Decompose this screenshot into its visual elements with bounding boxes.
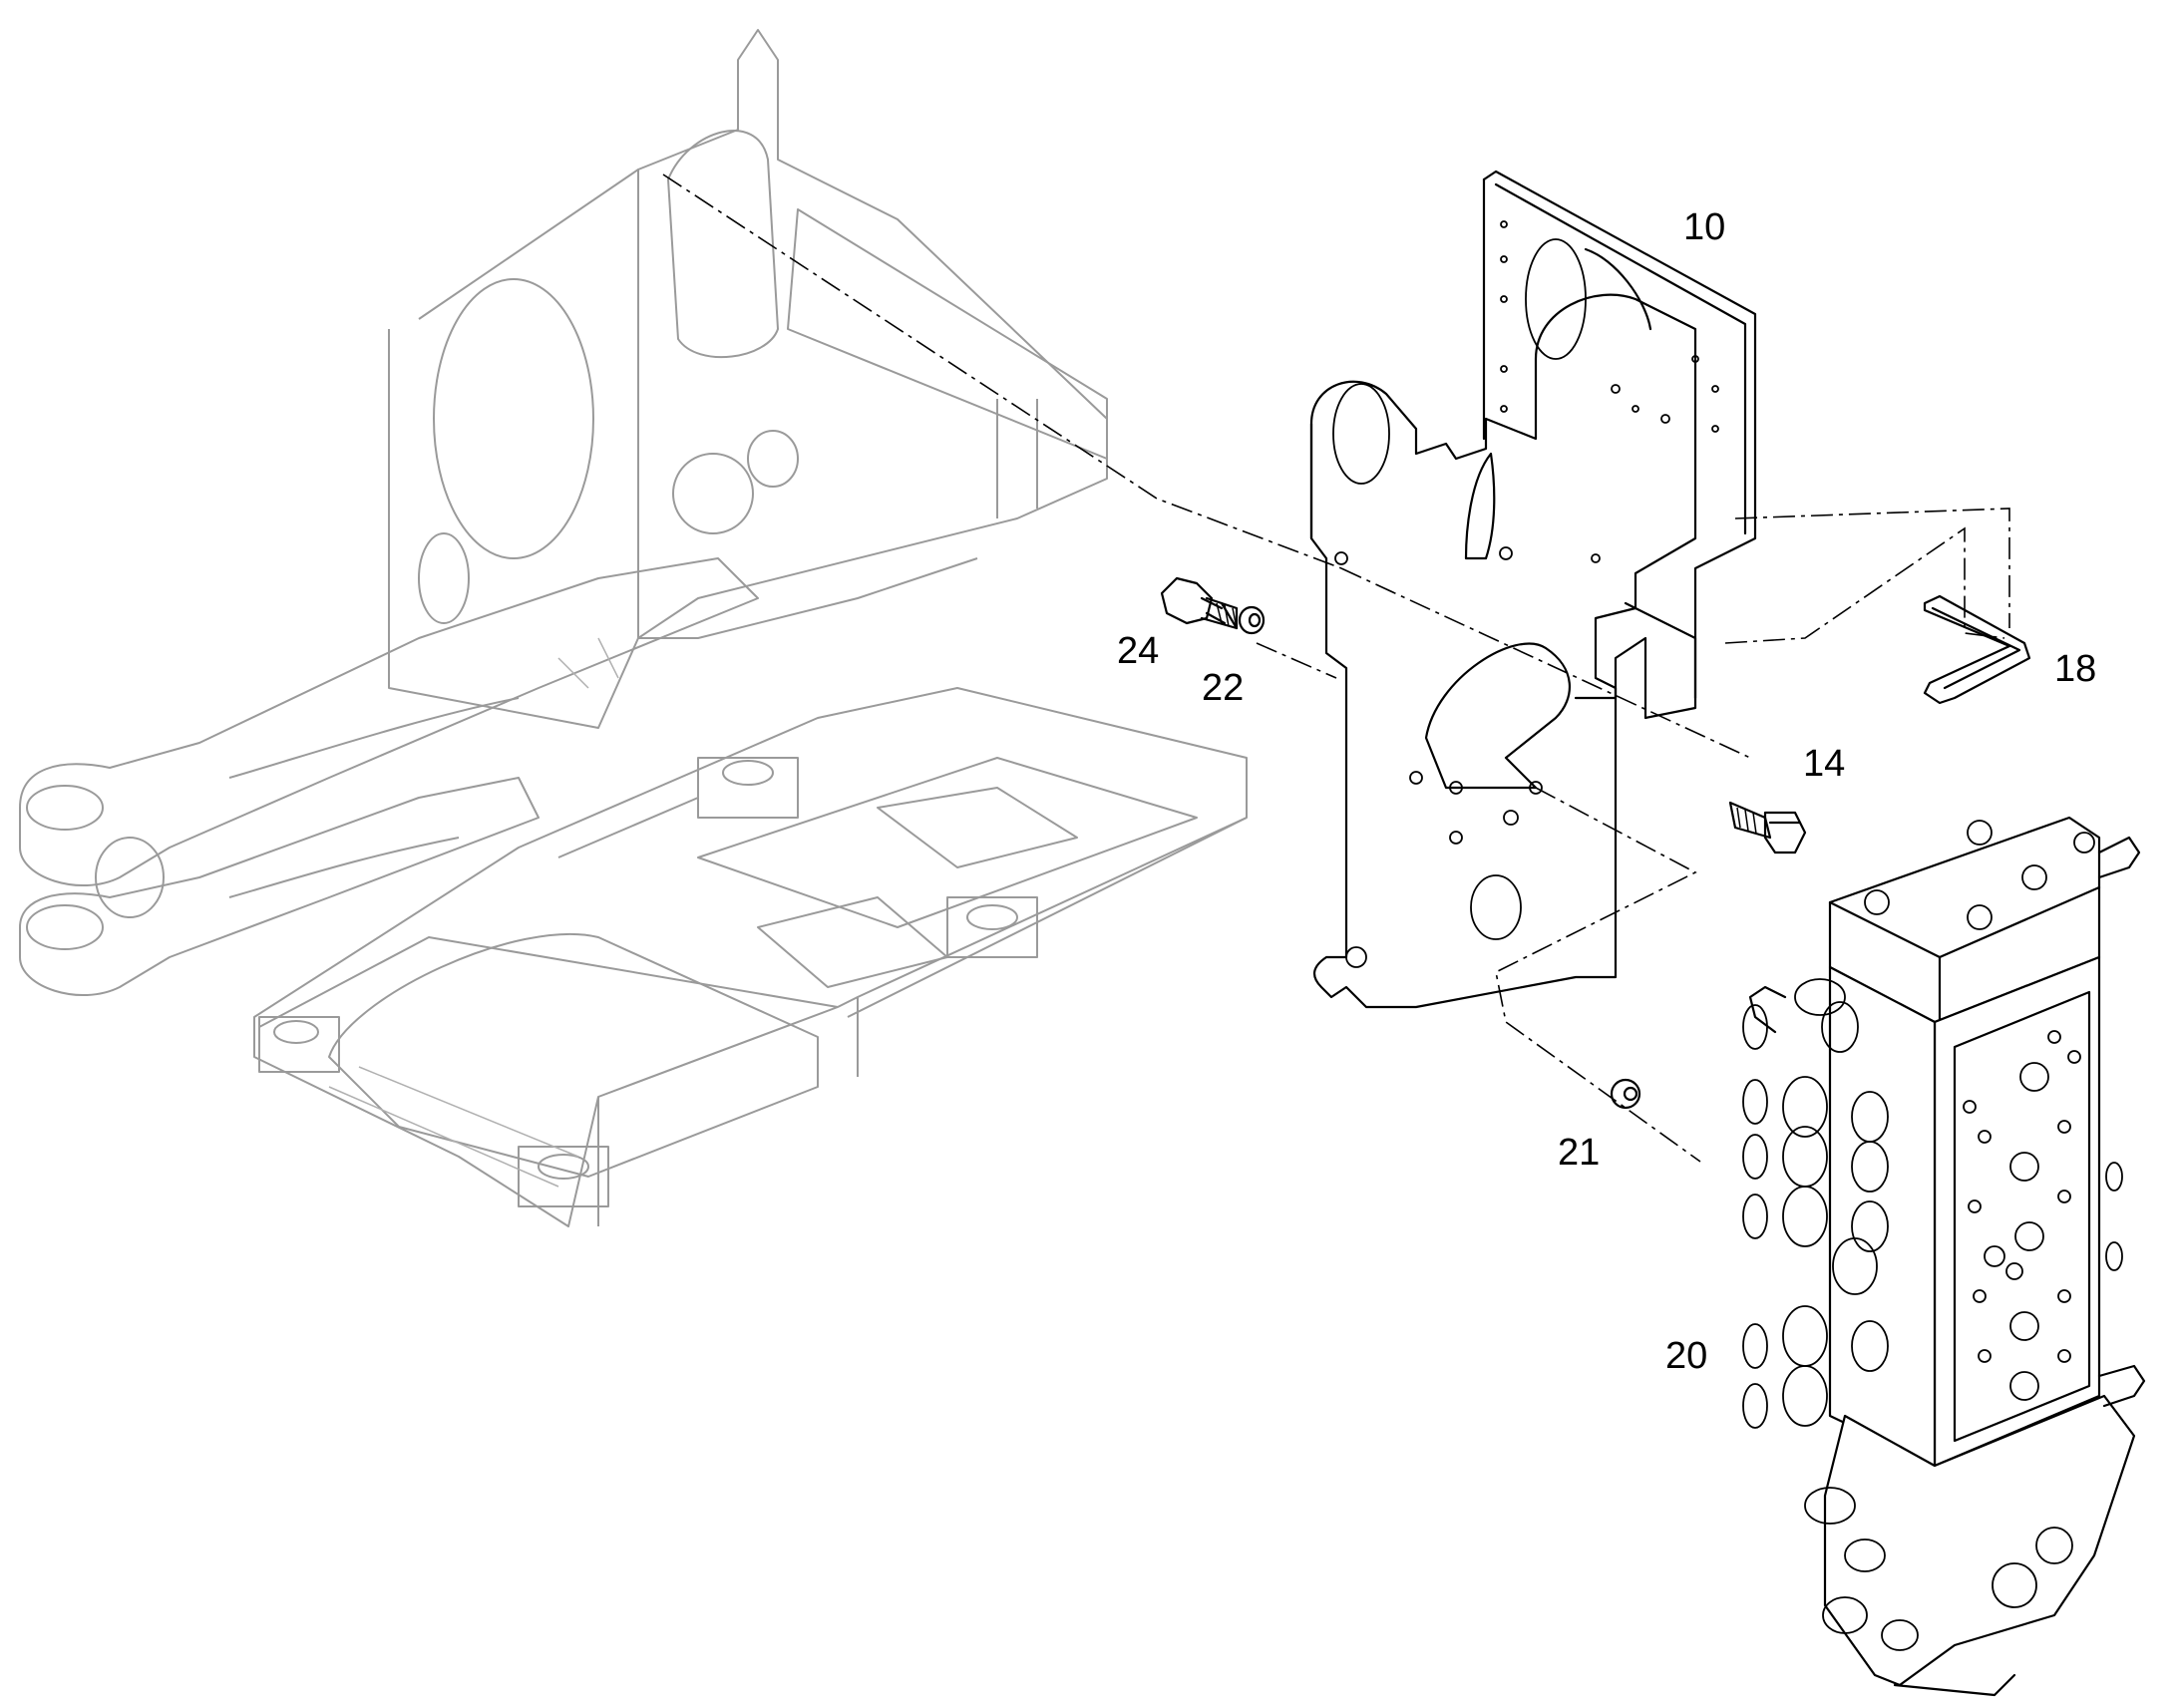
- washer-part-22: [1238, 605, 1266, 635]
- main-frame-structure: [19, 29, 1248, 1227]
- bracket-part-18: [1923, 594, 2031, 705]
- bolt-part-24: [1160, 576, 1239, 630]
- bolt-part-14: [1728, 801, 1807, 854]
- part-callouts: 10 14 18 20 21 22 24: [1117, 206, 2096, 1377]
- control-valve-part-20: [1742, 816, 2146, 1697]
- callout-10: 10: [1683, 206, 1725, 248]
- callout-22: 22: [1202, 667, 1244, 709]
- callout-14: 14: [1803, 743, 1845, 785]
- callout-18: 18: [2054, 648, 2096, 690]
- callout-21: 21: [1558, 1132, 1600, 1174]
- assembly-leader-lines: [662, 173, 2010, 1163]
- callout-24: 24: [1117, 630, 1159, 672]
- mounting-plate-part-10: [1309, 170, 1757, 1009]
- spool-caps: [1742, 978, 2073, 1651]
- callout-20: 20: [1665, 1335, 1707, 1377]
- washer-part-21: [1610, 1078, 1641, 1110]
